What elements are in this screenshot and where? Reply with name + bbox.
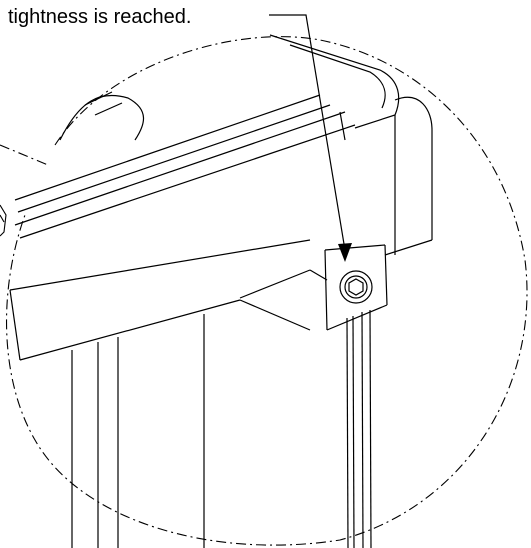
frame-body [9, 34, 433, 548]
arrowhead-icon [338, 243, 352, 262]
edge-fastener-icon [0, 204, 7, 237]
leader-line [269, 14, 346, 251]
hex-socket-cap-screw-icon [339, 270, 373, 304]
detail-circle [0, 36, 528, 546]
callout-text: tightness is reached. [8, 6, 191, 28]
